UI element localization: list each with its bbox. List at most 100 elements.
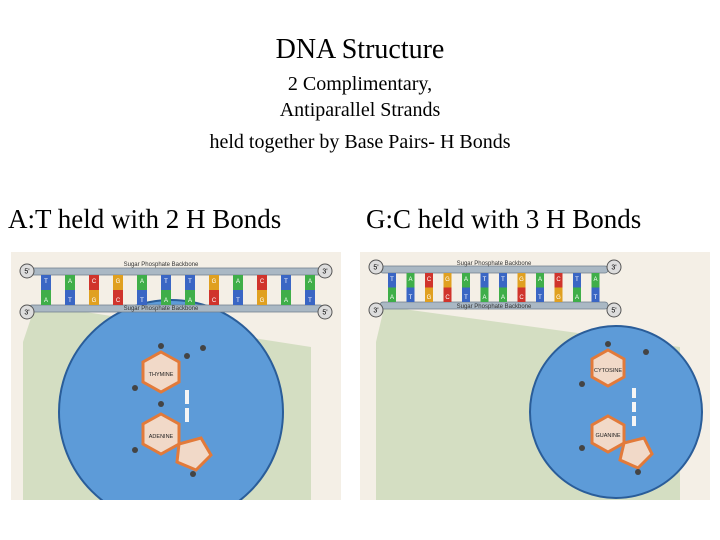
- base-top-letter: T: [575, 277, 579, 283]
- base-bottom-letter: A: [44, 298, 48, 304]
- h-bond: [632, 416, 636, 426]
- cytosine-ring: [590, 348, 626, 388]
- molecule-top-label: THYMINE: [149, 372, 174, 378]
- base-bottom-letter: T: [594, 295, 598, 301]
- base-top-letter: G: [519, 277, 524, 283]
- base-bottom: [305, 290, 315, 305]
- end-marker: [19, 263, 35, 279]
- end-marker: [606, 259, 622, 275]
- base-top-letter: G: [116, 279, 121, 285]
- base-top: [517, 273, 526, 288]
- subtitle-line-1: 2 Complimentary,: [287, 73, 433, 95]
- subtitle-line-2: Antiparallel Strands: [279, 99, 441, 121]
- base-bottom: [517, 287, 526, 302]
- base-top: [554, 273, 563, 288]
- end-top-left: 5': [24, 269, 29, 276]
- base-bottom: [89, 290, 99, 305]
- base-bottom: [137, 290, 147, 305]
- base-bottom-letter: T: [464, 295, 468, 301]
- base-bottom-letter: T: [236, 298, 240, 304]
- base-bottom-letter: T: [538, 295, 542, 301]
- base-top: [233, 275, 243, 290]
- base-bottom: [41, 290, 51, 305]
- end-bottom-right: 5': [611, 308, 616, 315]
- atom: [200, 345, 206, 351]
- base-top: [462, 273, 470, 288]
- caption-gc-bonds: G:C held with 3 H Bonds: [366, 204, 642, 234]
- base-top: [281, 275, 291, 290]
- base-bottom-letter: C: [116, 298, 121, 304]
- base-bottom: [462, 287, 470, 302]
- backbone-top-label: Sugar Phosphate Backbone: [457, 261, 532, 267]
- atom: [132, 447, 138, 453]
- base-top: [591, 273, 600, 288]
- backbone-bottom-label: Sugar Phosphate Backbone: [457, 304, 532, 310]
- atom: [158, 343, 164, 349]
- end-marker: [317, 263, 333, 279]
- base-top-letter: C: [556, 277, 561, 283]
- end-marker: [368, 259, 384, 275]
- base-bottom-letter: C: [445, 295, 450, 301]
- base-top: [305, 275, 315, 290]
- base-top: [257, 275, 267, 290]
- atom: [579, 445, 585, 451]
- molecule-bottom-label: GUANINE: [595, 433, 620, 439]
- base-top-letter: T: [164, 279, 168, 285]
- base-top-letter: T: [44, 279, 48, 285]
- base-bottom: [591, 287, 600, 302]
- base-top: [113, 275, 123, 290]
- base-bottom: [573, 287, 581, 302]
- base-top-letter: A: [593, 277, 597, 283]
- base-top-letter: T: [483, 277, 487, 283]
- base-top-letter: G: [212, 279, 217, 285]
- base-bottom-letter: G: [260, 298, 265, 304]
- base-top-letter: C: [427, 277, 432, 283]
- base-bottom-letter: T: [68, 298, 72, 304]
- end-top-left: 5': [373, 265, 378, 272]
- base-bottom: [209, 290, 219, 305]
- base-bottom-letter: G: [556, 295, 561, 301]
- base-top-letter: A: [464, 277, 468, 283]
- base-top: [388, 273, 396, 288]
- atom: [643, 349, 649, 355]
- base-bottom-letter: G: [427, 295, 432, 301]
- base-top: [41, 275, 51, 290]
- base-bottom-letter: A: [575, 295, 579, 301]
- atom: [635, 469, 641, 475]
- at-pair-illustration: Sugar Phosphate Backbone Sugar Phosphate…: [11, 252, 341, 500]
- base-bottom: [388, 287, 396, 302]
- base-top: [425, 273, 433, 288]
- base-top-letter: A: [538, 277, 542, 283]
- base-bottom: [281, 290, 291, 305]
- base-top: [209, 275, 219, 290]
- base-bottom: [113, 290, 123, 305]
- base-bottom-letter: T: [409, 295, 413, 301]
- base-bottom-letter: T: [140, 298, 144, 304]
- atom: [132, 385, 138, 391]
- base-top-letter: T: [390, 277, 394, 283]
- guanine-ring: [590, 414, 626, 454]
- base-top-letter: A: [308, 279, 312, 285]
- h-bond: [632, 388, 636, 398]
- backbone-bottom-label: Sugar Phosphate Backbone: [124, 306, 199, 312]
- base-bottom: [406, 287, 415, 302]
- base-bottom: [233, 290, 243, 305]
- base-top: [65, 275, 75, 290]
- subtitle-line-3: held together by Base Pairs- H Bonds: [209, 131, 511, 153]
- atom: [579, 381, 585, 387]
- end-bottom-left: 3': [373, 308, 378, 315]
- base-bottom-letter: A: [164, 298, 168, 304]
- end-marker: [606, 302, 622, 318]
- base-bottom: [257, 290, 267, 305]
- base-top-letter: G: [445, 277, 450, 283]
- base-bottom-letter: A: [501, 295, 505, 301]
- h-bond: [185, 390, 189, 404]
- base-top: [536, 273, 544, 288]
- atom: [190, 471, 196, 477]
- h-bond: [185, 408, 189, 422]
- page-title: DNA Structure: [275, 34, 445, 65]
- base-top: [89, 275, 99, 290]
- gc-pair-illustration: Sugar Phosphate Backbone Sugar Phosphate…: [360, 252, 710, 500]
- base-top: [443, 273, 452, 288]
- base-top: [480, 273, 489, 288]
